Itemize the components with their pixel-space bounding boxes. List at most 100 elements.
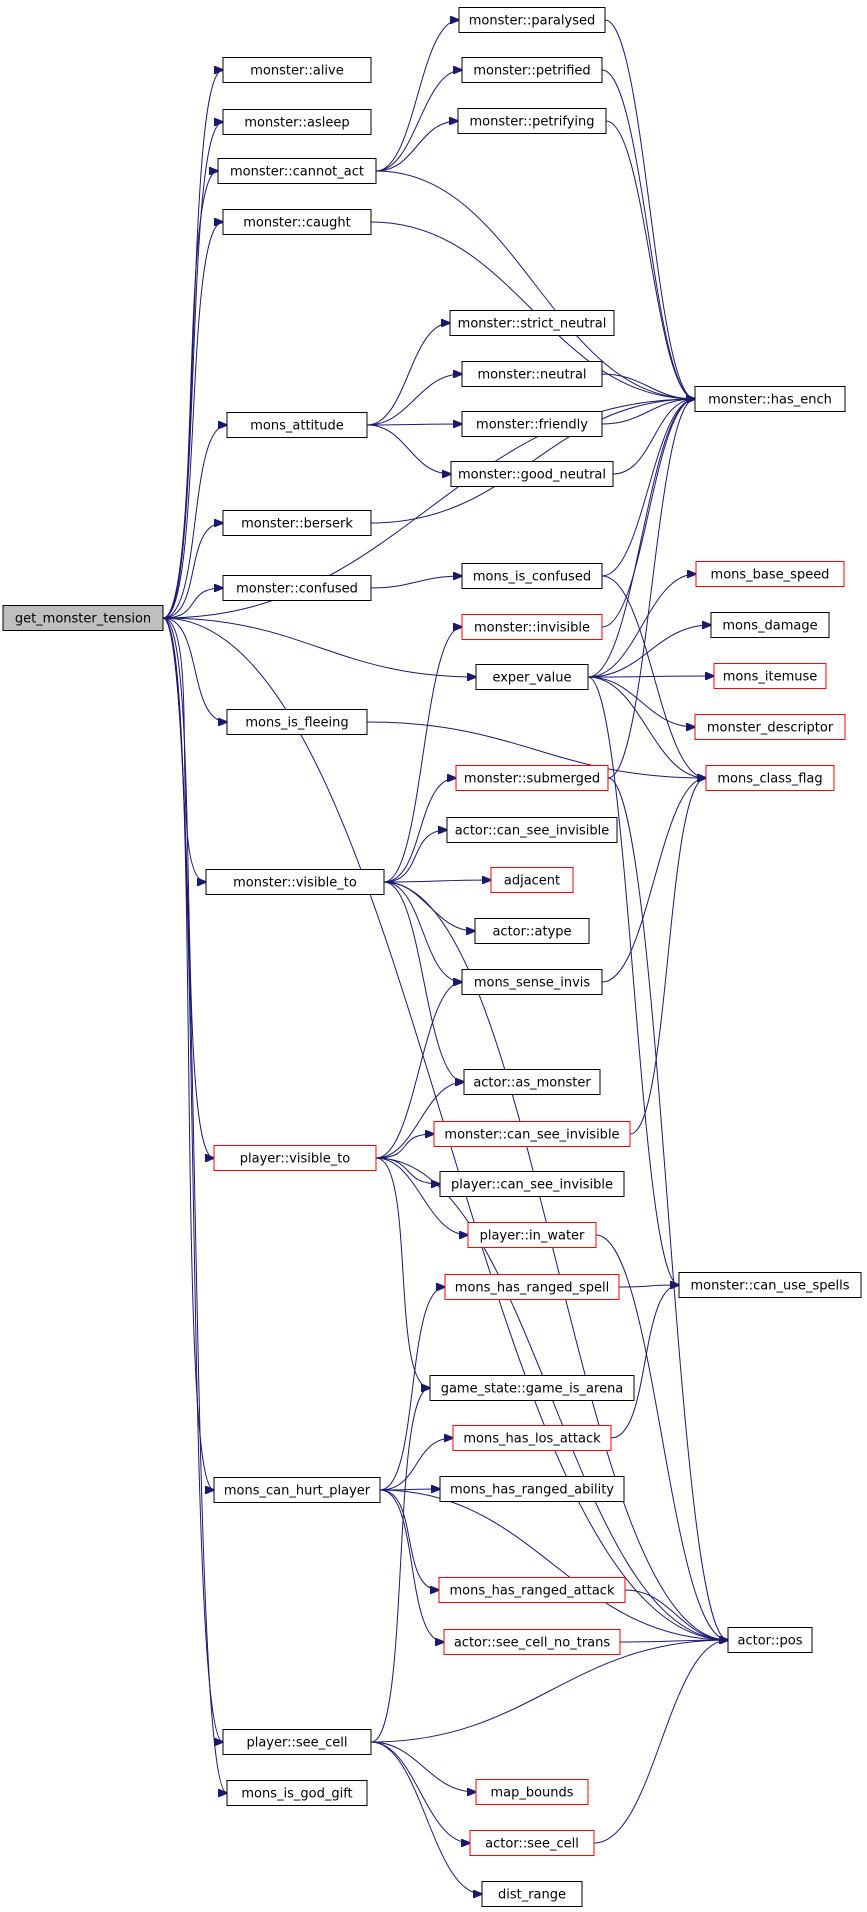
node-p-see-cell[interactable]: player::see_cell <box>222 1729 372 1755</box>
node-mons-is-confused[interactable]: mons_is_confused <box>461 563 603 589</box>
node-a-pos[interactable]: actor::pos <box>727 1627 813 1653</box>
node-map-bounds[interactable]: map_bounds <box>475 1779 589 1805</box>
node-m-visible-to[interactable]: monster::visible_to <box>205 869 385 895</box>
node-box <box>439 1476 625 1502</box>
edge-root-to-alive <box>162 70 223 619</box>
node-strict-neutral[interactable]: monster::strict_neutral <box>449 310 615 336</box>
node-asleep[interactable]: monster::asleep <box>222 109 372 135</box>
node-box <box>449 310 615 336</box>
node-mons-class-flag[interactable]: mons_class_flag <box>705 765 835 791</box>
node-petrified[interactable]: monster::petrified <box>461 57 603 83</box>
node-box <box>222 109 372 135</box>
node-a-as-monster[interactable]: actor::as_monster <box>463 1069 601 1095</box>
edge-p_visible_to-to-game_is_arena <box>375 1157 430 1388</box>
node-has-ench[interactable]: monster::has_ench <box>694 386 846 412</box>
node-game-is-arena[interactable]: game_state::game_is_arena <box>429 1375 635 1401</box>
node-p-in-water[interactable]: player::in_water <box>467 1222 597 1248</box>
edge-mons_attitude-to-good_neutral <box>366 424 451 474</box>
node-good-neutral[interactable]: monster::good_neutral <box>450 461 614 487</box>
edge-cannot_act-to-petrifying <box>375 121 458 172</box>
node-box <box>222 209 372 235</box>
node-mons-has-ranged-ability[interactable]: mons_has_ranged_ability <box>439 1476 625 1502</box>
edge-mons_attitude-to-neutral <box>366 374 462 426</box>
node-p-visible-to[interactable]: player::visible_to <box>213 1145 377 1171</box>
node-label: actor::see_cell_no_trans <box>454 1636 611 1651</box>
edge-petrified-to-has_ench <box>601 69 695 399</box>
node-berserk[interactable]: monster::berserk <box>222 510 372 536</box>
edge-p_see_cell-to-a_pos <box>370 1640 728 1743</box>
node-label: monster::strict_neutral <box>458 317 607 332</box>
edge-root-to-mons_attitude <box>162 425 227 619</box>
node-box <box>490 867 574 893</box>
node-paralysed[interactable]: monster::paralysed <box>458 7 606 33</box>
node-box <box>222 575 372 601</box>
node-box <box>457 108 607 134</box>
node-cannot-act[interactable]: monster::cannot_act <box>217 158 377 184</box>
node-label: mons_can_hurt_player <box>224 1484 371 1499</box>
node-m-submerged[interactable]: monster::submerged <box>455 765 609 791</box>
edge-mons_is_confused-to-mons_class_flag <box>601 575 706 778</box>
node-box <box>461 57 603 83</box>
node-box <box>469 1830 595 1856</box>
node-mons-is-god-gift[interactable]: mons_is_god_gift <box>226 1780 368 1806</box>
node-label: actor::can_see_invisible <box>455 824 610 839</box>
node-alive[interactable]: monster::alive <box>222 57 372 83</box>
node-box <box>455 765 609 791</box>
node-label: monster::invisible <box>474 621 590 636</box>
node-m-can-see-invisible[interactable]: monster::can_see_invisible <box>433 1121 631 1147</box>
node-a-see-cell[interactable]: actor::see_cell <box>469 1830 595 1856</box>
node-label: player::visible_to <box>240 1152 351 1167</box>
node-exper-value[interactable]: exper_value <box>475 664 589 690</box>
node-m-invisible[interactable]: monster::invisible <box>461 614 603 640</box>
node-mons-can-hurt-player[interactable]: mons_can_hurt_player <box>213 1477 381 1503</box>
node-label: monster::asleep <box>244 116 349 131</box>
node-a-can-see-invisible[interactable]: actor::can_see_invisible <box>446 817 618 843</box>
node-petrifying[interactable]: monster::petrifying <box>457 108 607 134</box>
node-a-see-cell-no-trans[interactable]: actor::see_cell_no_trans <box>443 1629 621 1655</box>
node-neutral[interactable]: monster::neutral <box>461 361 603 387</box>
node-mons-base-speed[interactable]: mons_base_speed <box>695 561 845 587</box>
node-box <box>467 1222 597 1248</box>
node-box <box>695 561 845 587</box>
node-root[interactable]: get_monster_tension <box>2 605 164 631</box>
edge-mons_can_hurt_player-to-mons_has_ranged_attack <box>379 1489 439 1590</box>
edge-root-to-mons_is_god_gift <box>162 617 227 1793</box>
edge-p_visible_to-to-p_can_see_invisible <box>375 1157 440 1184</box>
node-box <box>463 1069 601 1095</box>
node-mons-has-los-attack[interactable]: mons_has_los_attack <box>452 1425 612 1451</box>
node-box <box>429 1375 635 1401</box>
edge-root-to-confused <box>162 588 223 619</box>
node-mons-damage[interactable]: mons_damage <box>710 612 830 638</box>
node-mons-has-ranged-spell[interactable]: mons_has_ranged_spell <box>444 1274 620 1300</box>
edge-p_in_water-to-a_pos <box>595 1234 728 1640</box>
node-dist-range[interactable]: dist_range <box>481 1881 583 1907</box>
node-label: monster::can_use_spells <box>691 1279 850 1294</box>
node-mons-attitude[interactable]: mons_attitude <box>226 412 368 438</box>
node-box <box>694 714 846 740</box>
node-label: mons_has_ranged_ability <box>450 1483 614 1498</box>
node-label: monster::paralysed <box>469 14 595 29</box>
node-can-use-spells[interactable]: monster::can_use_spells <box>678 1272 862 1298</box>
node-mons-is-fleeing[interactable]: mons_is_fleeing <box>226 709 368 735</box>
node-label: mons_sense_invis <box>474 976 591 991</box>
node-confused[interactable]: monster::confused <box>222 575 372 601</box>
node-a-atype[interactable]: actor::atype <box>474 918 590 944</box>
node-adjacent[interactable]: adjacent <box>490 867 574 893</box>
node-label: monster::has_ench <box>708 393 832 408</box>
node-monster-descriptor[interactable]: monster_descriptor <box>694 714 846 740</box>
edge-mons_can_hurt_player-to-mons_has_ranged_spell <box>379 1287 445 1491</box>
node-mons-itemuse[interactable]: mons_itemuse <box>713 663 827 689</box>
node-label: exper_value <box>492 671 571 686</box>
node-box <box>461 411 603 437</box>
node-label: get_monster_tension <box>15 612 151 627</box>
node-p-can-see-invisible[interactable]: player::can_see_invisible <box>439 1171 625 1197</box>
node-mons-sense-invis[interactable]: mons_sense_invis <box>461 969 603 995</box>
edge-m_visible_to-to-mons_sense_invis <box>383 881 462 982</box>
edge-m_visible_to-to-m_invisible <box>383 627 462 883</box>
edge-cannot_act-to-petrified <box>375 70 462 172</box>
edge-p_visible_to-to-m_can_see_invisible <box>375 1134 434 1159</box>
node-mons-has-ranged-attack[interactable]: mons_has_ranged_attack <box>438 1577 626 1603</box>
node-friendly[interactable]: monster::friendly <box>461 411 603 437</box>
node-caught[interactable]: monster::caught <box>222 209 372 235</box>
